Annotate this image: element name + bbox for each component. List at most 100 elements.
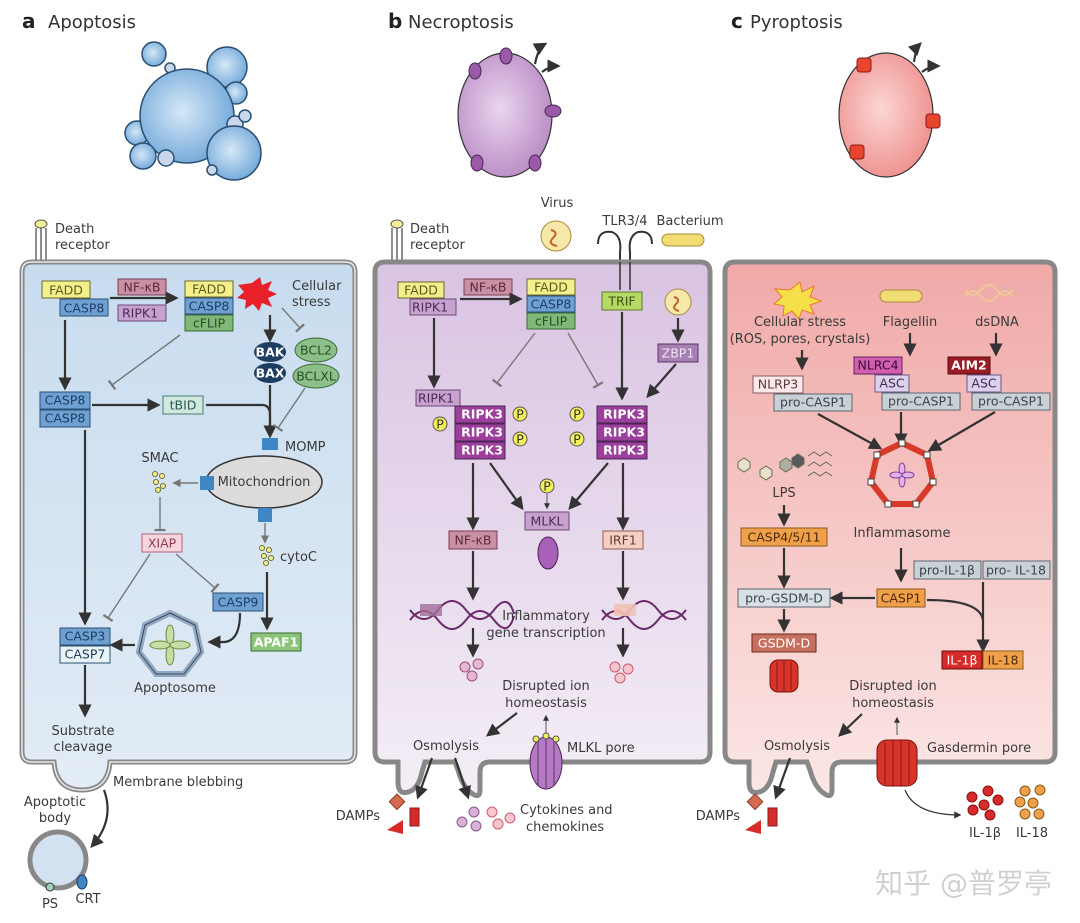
- p-badge: P: [436, 417, 444, 432]
- virus-label: Virus: [541, 196, 574, 211]
- complex-fadd-casp8: FADD CASP8: [41, 280, 109, 317]
- box-casp8: CASP8: [64, 301, 105, 316]
- box-bak: BAK: [256, 345, 286, 360]
- box-asc-1: ASC: [879, 376, 904, 391]
- box-pro-il18: pro- IL-18: [986, 563, 1046, 578]
- il1b-particles-icon: [966, 785, 1004, 821]
- box-pro-gsdmd: pro-GSDM-D: [745, 591, 823, 606]
- ion-label-c-2: homeostasis: [852, 696, 934, 711]
- box-ripk3-r1: RIPK3: [603, 407, 645, 422]
- apoptotic-body-icon: [27, 829, 89, 891]
- box-il1b: IL-1β: [947, 653, 978, 668]
- mitochondrion-label: Mitochondrion: [218, 475, 311, 490]
- box-ripk3-l1: RIPK3: [461, 407, 503, 422]
- transcription-label-1: Inflammatory: [502, 609, 590, 624]
- ps-icon: [45, 882, 55, 892]
- flagellin-label: Flagellin: [883, 315, 937, 330]
- box-fadd-b2: FADD: [534, 280, 568, 295]
- death-receptor-label-2: receptor: [55, 238, 111, 253]
- apoptosome-label: Apoptosome: [134, 681, 216, 696]
- box-casp7: CASP7: [65, 647, 106, 662]
- stress-label-c-1: Cellular stress: [754, 315, 846, 330]
- box-ripk1: RIPK1: [122, 306, 158, 321]
- box-casp9: CASP9: [218, 595, 259, 610]
- panel-letter-a: a: [22, 9, 36, 33]
- box-bcl2: BCL2: [300, 343, 332, 358]
- box-casp8-2: CASP8: [189, 299, 230, 314]
- panel-necroptosis: b Necroptosis Virus TLR3/4 Bacterium Dea…: [336, 9, 724, 835]
- substrate-label-1: Substrate: [51, 724, 114, 739]
- box-irf1: IRF1: [609, 533, 637, 548]
- box-zbp1: ZBP1: [662, 346, 695, 361]
- box-ripk3-r2: RIPK3: [603, 425, 645, 440]
- cytoc-channel-icon: [258, 508, 272, 522]
- gasdermin-pore-label: Gasdermin pore: [927, 741, 1031, 756]
- cellular-stress-label-1: Cellular: [292, 279, 342, 294]
- box-cflip-b: cFLIP: [535, 314, 568, 329]
- apoptosome-icon: [135, 609, 205, 677]
- virus-icon: [540, 220, 572, 252]
- p-badge: P: [516, 407, 524, 422]
- momp-label: MOMP: [285, 440, 326, 455]
- gasdermin-pore-icon: [876, 739, 918, 787]
- ps-label: PS: [42, 897, 58, 912]
- death-receptor-label-1: Death: [55, 222, 94, 237]
- box-xiap: XIAP: [148, 536, 177, 551]
- lps-label: LPS: [772, 486, 795, 501]
- dsdna-label: dsDNA: [975, 315, 1019, 330]
- gsdmd-oligomer-icon: [769, 659, 799, 693]
- box-casp8-b: CASP8: [531, 297, 572, 312]
- transcription-label-2: gene transcription: [486, 626, 605, 641]
- ion-label-c-1: Disrupted ion: [849, 679, 937, 694]
- bacterium-icon: [661, 233, 705, 247]
- box-bclxl: BCLXL: [296, 369, 336, 384]
- smac-channel-icon: [200, 476, 214, 490]
- box-casp8-3: CASP8: [45, 393, 86, 408]
- cytoc-particles-icon: [259, 545, 274, 566]
- tlr-label: TLR3/4: [601, 214, 647, 229]
- inflammasome-icon: [867, 439, 937, 508]
- box-fadd-b: FADD: [404, 283, 438, 298]
- cytokines-chemokines-icon: [456, 806, 516, 832]
- ripk3-complex-right: RIPK3 RIPK3 RIPK3 P P: [569, 405, 648, 460]
- box-apaf1: APAF1: [254, 635, 299, 650]
- box-il18: IL-18: [988, 653, 1019, 668]
- cellular-stress-label-2: stress: [292, 295, 331, 310]
- apoptotic-body-label-2: body: [39, 811, 71, 826]
- box-pro-casp1-2: pro-CASP1: [888, 394, 954, 409]
- panel-letter-b: b: [388, 9, 402, 33]
- box-nlrp3: NLRP3: [758, 377, 799, 392]
- box-casp4-5-11: CASP4/5/11: [748, 530, 821, 545]
- inflammasome-label: Inflammasome: [854, 526, 951, 541]
- dsdna-icon: [964, 284, 1014, 302]
- panel-apoptosis: a Apoptosis Death receptor: [19, 9, 358, 912]
- box-cflip: cFLIP: [193, 316, 226, 331]
- box-trif: TRIF: [607, 294, 635, 309]
- virus-icon-intracellular: [664, 288, 692, 316]
- mlkl-pore-icon: [529, 732, 563, 790]
- ripk3-complex-left: RIPK3 RIPK3 RIPK3 P P P: [432, 405, 528, 460]
- ion-label-b-2: homeostasis: [505, 696, 587, 711]
- crt-icon: [76, 874, 88, 890]
- box-pro-il1b: pro-IL-1β: [919, 563, 975, 578]
- damps-icon-c: [745, 793, 778, 834]
- cytokines-label-1: Cytokines and: [520, 803, 613, 818]
- death-receptor-label-b-1: Death: [410, 222, 449, 237]
- damps-icon-b: [387, 793, 420, 834]
- crt-label: CRT: [75, 892, 100, 907]
- box-casp1: CASP1: [881, 591, 922, 606]
- necroptotic-cell-illustration: [457, 42, 562, 178]
- box-pro-casp1-1: pro-CASP1: [780, 395, 846, 410]
- cytokine-cluster-left-icon: [459, 658, 484, 682]
- momp-channel-icon: [262, 438, 278, 450]
- cytoc-label: cytoC: [280, 550, 317, 565]
- pyroptotic-cell-illustration: [838, 42, 941, 178]
- lps-icon: [737, 451, 833, 481]
- box-asc-2: ASC: [971, 376, 996, 391]
- stress-label-c-2: (ROS, pores, crystals): [730, 332, 871, 347]
- ion-label-b-1: Disrupted ion: [502, 679, 590, 694]
- il18-particles-icon: [1014, 784, 1046, 820]
- smac-particles-icon: [152, 471, 166, 493]
- box-casp3: CASP3: [65, 629, 106, 644]
- cytokines-label-2: chemokines: [526, 820, 604, 835]
